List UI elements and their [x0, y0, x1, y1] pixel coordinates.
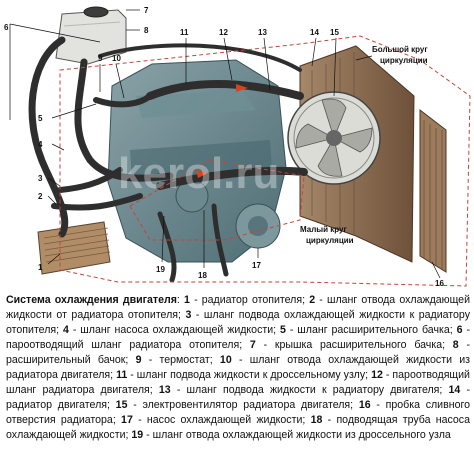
caption-title: Система охлаждения двигателя [6, 294, 177, 306]
legend-item-9: 9 - термостат; [136, 354, 220, 366]
legend-item-17: 17 - насос охлаждающей жидкости; [121, 414, 311, 426]
legend-number: 6 [456, 324, 463, 336]
legend-text: - термостат; [141, 354, 220, 366]
callout-2: 2 [38, 192, 43, 201]
legend-number: 17 [121, 414, 133, 426]
heater-radiator [37, 221, 111, 275]
legend-number: 12 [371, 369, 383, 381]
legend-text: - радиатор отопителя; [189, 294, 310, 306]
circulation-loops [59, 35, 471, 287]
legend-text: - расширительный бачок; [6, 339, 470, 366]
cooling-system-diagram: kerol.ru Большой круг циркуляции Малый к… [4, 6, 471, 288]
legend-text: - радиатор двигателя; [6, 384, 470, 411]
legend-text: - шланг отвода охлаждающей жидкости от р… [6, 294, 470, 321]
legend-text: - пароотводящий шланг радиатора двигател… [6, 369, 470, 396]
legend-text: - пробка сливного отверстия радиатора; [6, 399, 470, 426]
legend-item-5: 5 - шланг расширительного бачка; [280, 324, 457, 336]
callout-7: 7 [144, 6, 149, 15]
legend-number: 18 [310, 414, 323, 426]
legend-number: 4 [63, 324, 69, 336]
callout-11: 11 [180, 28, 189, 37]
callout-12: 12 [219, 28, 228, 37]
legend-item-18: 18 - подводящая труба насоса охлаждающей… [6, 414, 470, 441]
legend-text: - шланг расширительного бачка; [285, 324, 457, 336]
flow-arrows [196, 84, 248, 178]
callout-6: 6 [4, 23, 9, 32]
legend-number: 10 [219, 354, 232, 366]
legend-text: - шланг насоса охлаждающей жидкости; [68, 324, 281, 336]
caption: Система охлаждения двигателя: 1 - радиат… [6, 293, 470, 443]
legend-number: 3 [185, 309, 192, 321]
caption-colon: : [176, 294, 184, 306]
legend-text: - пароотводящий шланг радиатора отопител… [6, 324, 470, 351]
legend-text: - крышка расширительного бачка; [255, 339, 453, 351]
callout-1: 1 [38, 263, 43, 272]
legend-text: - шланг подвода жидкости к дроссельному … [127, 369, 372, 381]
legend-number: 19 [131, 429, 144, 441]
legend-number: 8 [452, 339, 459, 351]
legend-number: 13 [158, 384, 171, 396]
callout-19: 19 [156, 265, 165, 274]
legend-item-10: 10 - шланг отвода охлаждающей жидкости и… [6, 354, 470, 381]
watermark: kerol.ru [118, 149, 279, 198]
legend-number: 14 [448, 384, 461, 396]
callout-17: 17 [252, 261, 261, 270]
tank-cap [83, 6, 109, 18]
legend-text: - шланг отвода охлаждающей жидкости из р… [6, 354, 470, 381]
legend-text: - шланг отвода охлаждающей жидкости из д… [143, 429, 451, 441]
legend-text: - насос охлаждающей жидкости; [132, 414, 311, 426]
legend-item-19: 19 - шланг отвода охлаждающей жидкости и… [131, 429, 450, 441]
legend-item-14: 14 - радиатор двигателя; [6, 384, 470, 411]
legend-item-3: 3 - шланг подвода охлаждающей жидкости к… [6, 309, 470, 336]
legend-number: 15 [115, 399, 128, 411]
callout-3: 3 [38, 174, 43, 183]
callout-18: 18 [198, 271, 207, 280]
callout-15: 15 [330, 28, 339, 37]
callout-14: 14 [310, 28, 319, 37]
callout-5: 5 [38, 114, 43, 123]
legend-number: 9 [135, 354, 142, 366]
legend-item-4: 4 - шланг насоса охлаждающей жидкости; [63, 324, 280, 336]
small-loop-label-line2: циркуляции [306, 236, 354, 245]
legend-item-13: 13 - шланг подвода жидкости к радиатору … [159, 384, 449, 396]
legend-number: 1 [184, 294, 190, 306]
legend-number: 11 [116, 369, 128, 381]
legend-item-15: 15 - электровентилятор радиатора двигате… [116, 399, 359, 411]
callout-9: 9 [98, 54, 103, 63]
callout-4: 4 [38, 140, 43, 149]
big-loop-label-line2: циркуляции [380, 56, 428, 65]
legend-item-12: 12 - пароотводящий шланг радиатора двига… [6, 369, 470, 396]
callout-16: 16 [435, 279, 444, 288]
hoses [28, 36, 308, 283]
legend-text: - подводящая труба насоса охлаждающей жи… [6, 414, 470, 441]
big-loop-label-line1: Большой круг [372, 45, 428, 54]
legend-number: 5 [280, 324, 286, 336]
legend-item-16: 16 - пробка сливного отверстия радиатора… [6, 399, 470, 426]
legend-item-8: 8 - расширительный бачок; [6, 339, 470, 366]
leader-lines [9, 9, 441, 279]
legend-item-1: 1 - радиатор отопителя; [184, 294, 309, 306]
legend-item-11: 11 - шланг подвода жидкости к дроссельно… [116, 369, 371, 381]
callout-10: 10 [112, 54, 121, 63]
legend-item-7: 7 - крышка расширительного бачка; [250, 339, 453, 351]
legend-number: 7 [249, 339, 256, 351]
legend-number: 2 [309, 294, 316, 306]
caption-items: 1 - радиатор отопителя; 2 - шланг отвода… [6, 294, 470, 441]
expansion-tank [55, 6, 127, 65]
callout-13: 13 [258, 28, 267, 37]
legend-text: - шланг подвода жидкости к радиатору дви… [170, 384, 449, 396]
small-loop-label-line1: Малый круг [300, 225, 348, 234]
callout-8: 8 [144, 26, 149, 35]
legend-text: - электровентилятор радиатора двигателя; [127, 399, 359, 411]
legend-item-2: 2 - шланг отвода охлаждающей жидкости от… [6, 294, 470, 321]
legend-text: - шланг подвода охлаждающей жидкости к р… [6, 309, 470, 336]
engine-block [107, 59, 287, 263]
legend-item-6: 6 - пароотводящий шланг радиатора отопит… [6, 324, 470, 351]
legend-number: 16 [358, 399, 371, 411]
